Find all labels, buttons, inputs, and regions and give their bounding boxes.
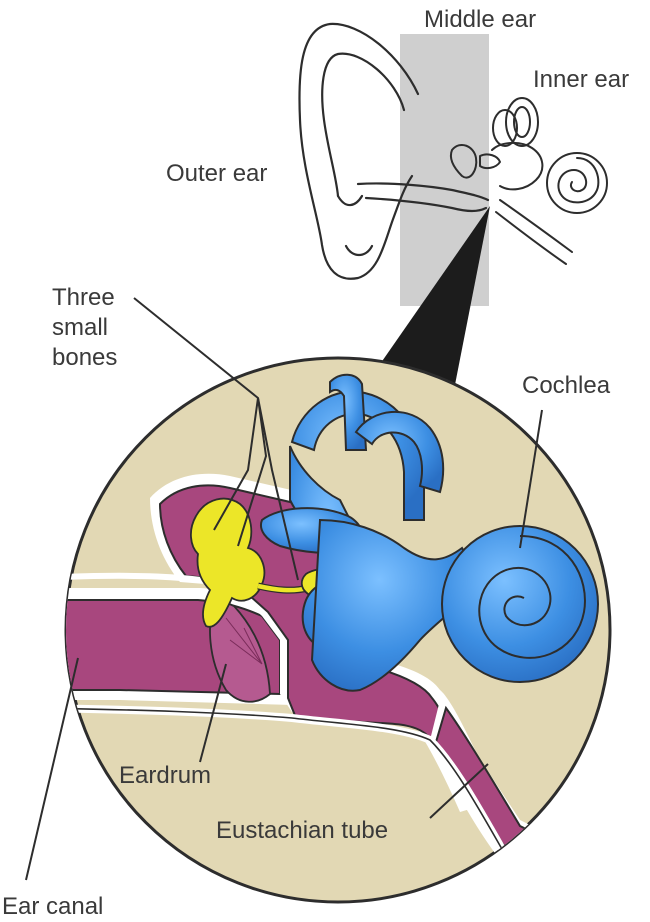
- label-eardrum: Eardrum: [119, 764, 211, 788]
- label-ear-canal: Ear canal: [2, 895, 103, 919]
- cochlea-shape: [442, 526, 598, 682]
- label-cochlea: Cochlea: [522, 374, 610, 398]
- label-eustachian-tube: Eustachian tube: [216, 819, 388, 843]
- label-three-small-bones: Three small bones: [52, 283, 117, 373]
- label-inner-ear: Inner ear: [533, 68, 629, 92]
- label-three-small-bones-line-3: bones: [52, 343, 117, 373]
- label-three-small-bones-line-2: small: [52, 313, 117, 343]
- label-three-small-bones-line-1: Three: [52, 283, 117, 313]
- leader-ear-canal: [26, 658, 78, 880]
- label-outer-ear: Outer ear: [166, 162, 267, 186]
- label-middle-ear: Middle ear: [424, 8, 536, 32]
